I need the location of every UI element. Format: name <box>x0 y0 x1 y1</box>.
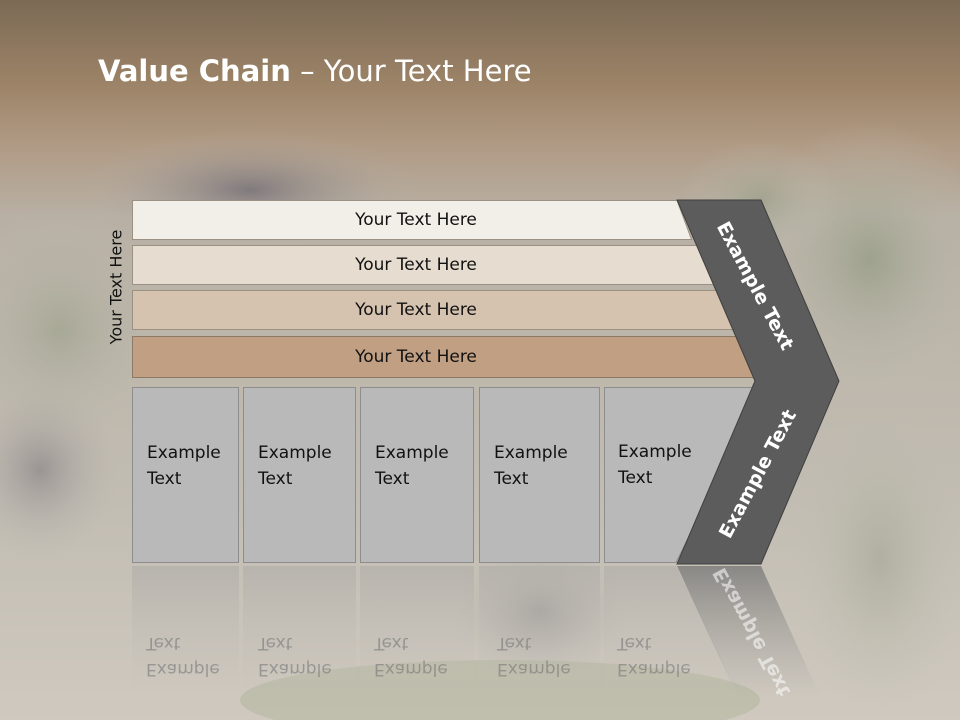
support-row-4-label: Your Text Here <box>355 347 477 367</box>
activity-box-4-label: Example Text <box>494 443 568 489</box>
activity-box-5-label: Example Text <box>618 442 692 488</box>
activity-box-5-shape <box>604 387 764 563</box>
page-title: Value Chain – Your Text Here <box>98 54 532 88</box>
activity-box-5: Example Text <box>604 387 764 563</box>
side-label: Your Text Here <box>106 229 126 345</box>
activity-box-2: Example Text <box>243 387 356 563</box>
activity-box-2-label: Example Text <box>258 443 332 489</box>
margin-chevron <box>676 199 840 565</box>
support-row-1-label: Your Text Here <box>355 210 477 230</box>
activity-box-4: Example Text <box>479 387 600 563</box>
support-row-4: Your Text Here <box>132 336 764 378</box>
activity-box-1: Example Text <box>132 387 239 563</box>
support-row-2-label: Your Text Here <box>355 255 477 275</box>
support-row-2: Your Text Here <box>132 245 718 285</box>
title-bold: Value Chain <box>98 54 291 88</box>
support-row-1-shape <box>132 200 692 240</box>
activity-box-3-label: Example Text <box>375 443 449 489</box>
support-row-3-label: Your Text Here <box>355 300 477 320</box>
activity-box-3: Example Text <box>360 387 474 563</box>
title-rest: – Your Text Here <box>290 54 532 88</box>
support-row-1: Your Text Here <box>132 200 692 240</box>
support-row-3: Your Text Here <box>132 290 740 330</box>
activity-box-1-label: Example Text <box>147 443 221 489</box>
